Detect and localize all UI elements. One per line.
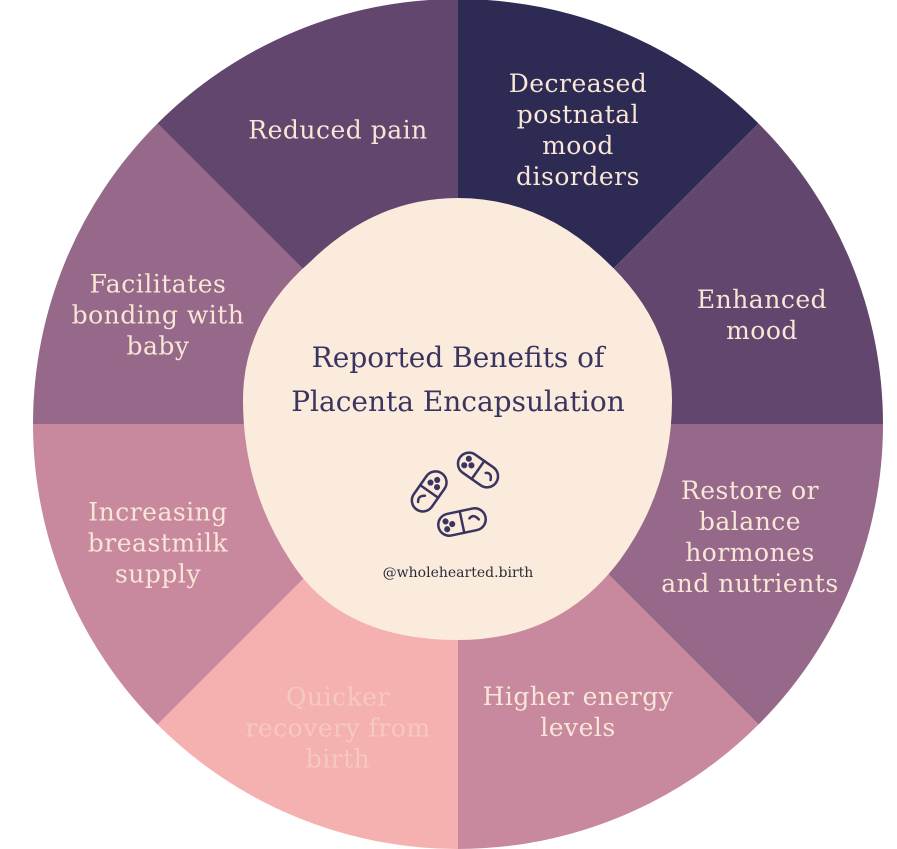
- segment-label-line: mood: [726, 316, 798, 345]
- segment-label-line: bonding with: [71, 300, 245, 330]
- segment-label-line: mood: [542, 131, 614, 160]
- segment-label-line: supply: [114, 559, 202, 589]
- segment-label-line: balance: [698, 507, 802, 536]
- capsules-icon: [410, 451, 500, 537]
- segment-label-line: birth: [305, 744, 371, 774]
- segment-label-line: Higher energy: [482, 682, 674, 711]
- segment-label-line: Enhanced: [696, 285, 828, 314]
- center-title-line-2: Placenta Encapsulation: [291, 385, 625, 418]
- segment-label-line: Increasing: [88, 497, 228, 527]
- segment-label-line: and nutrients: [661, 569, 839, 598]
- instagram-handle: @wholehearted.birth: [382, 565, 534, 581]
- segment-label-reduced-pain: Reduced pain: [238, 115, 438, 146]
- segment-label-line: Reduced pain: [248, 115, 428, 145]
- segment-label-line: disorders: [516, 162, 640, 191]
- segment-label-line: Quicker: [286, 682, 390, 712]
- segment-label-line: breastmilk: [87, 528, 229, 558]
- center-title: Reported Benefits of Placenta Encapsulat…: [258, 336, 658, 424]
- segment-label-line: levels: [540, 713, 616, 742]
- segment-label-line: Facilitates: [89, 269, 227, 299]
- center-title-line-1: Reported Benefits of: [311, 341, 605, 374]
- segment-label-line: Restore or: [680, 476, 820, 505]
- segment-label-line: Decreased: [508, 69, 648, 98]
- segment-label-line: baby: [126, 331, 190, 361]
- segment-label-line: hormones: [685, 538, 815, 567]
- segment-label-line: postnatal: [516, 100, 640, 129]
- center-rounded-hexagon: [243, 198, 672, 640]
- segment-label-line: recovery from: [245, 713, 431, 743]
